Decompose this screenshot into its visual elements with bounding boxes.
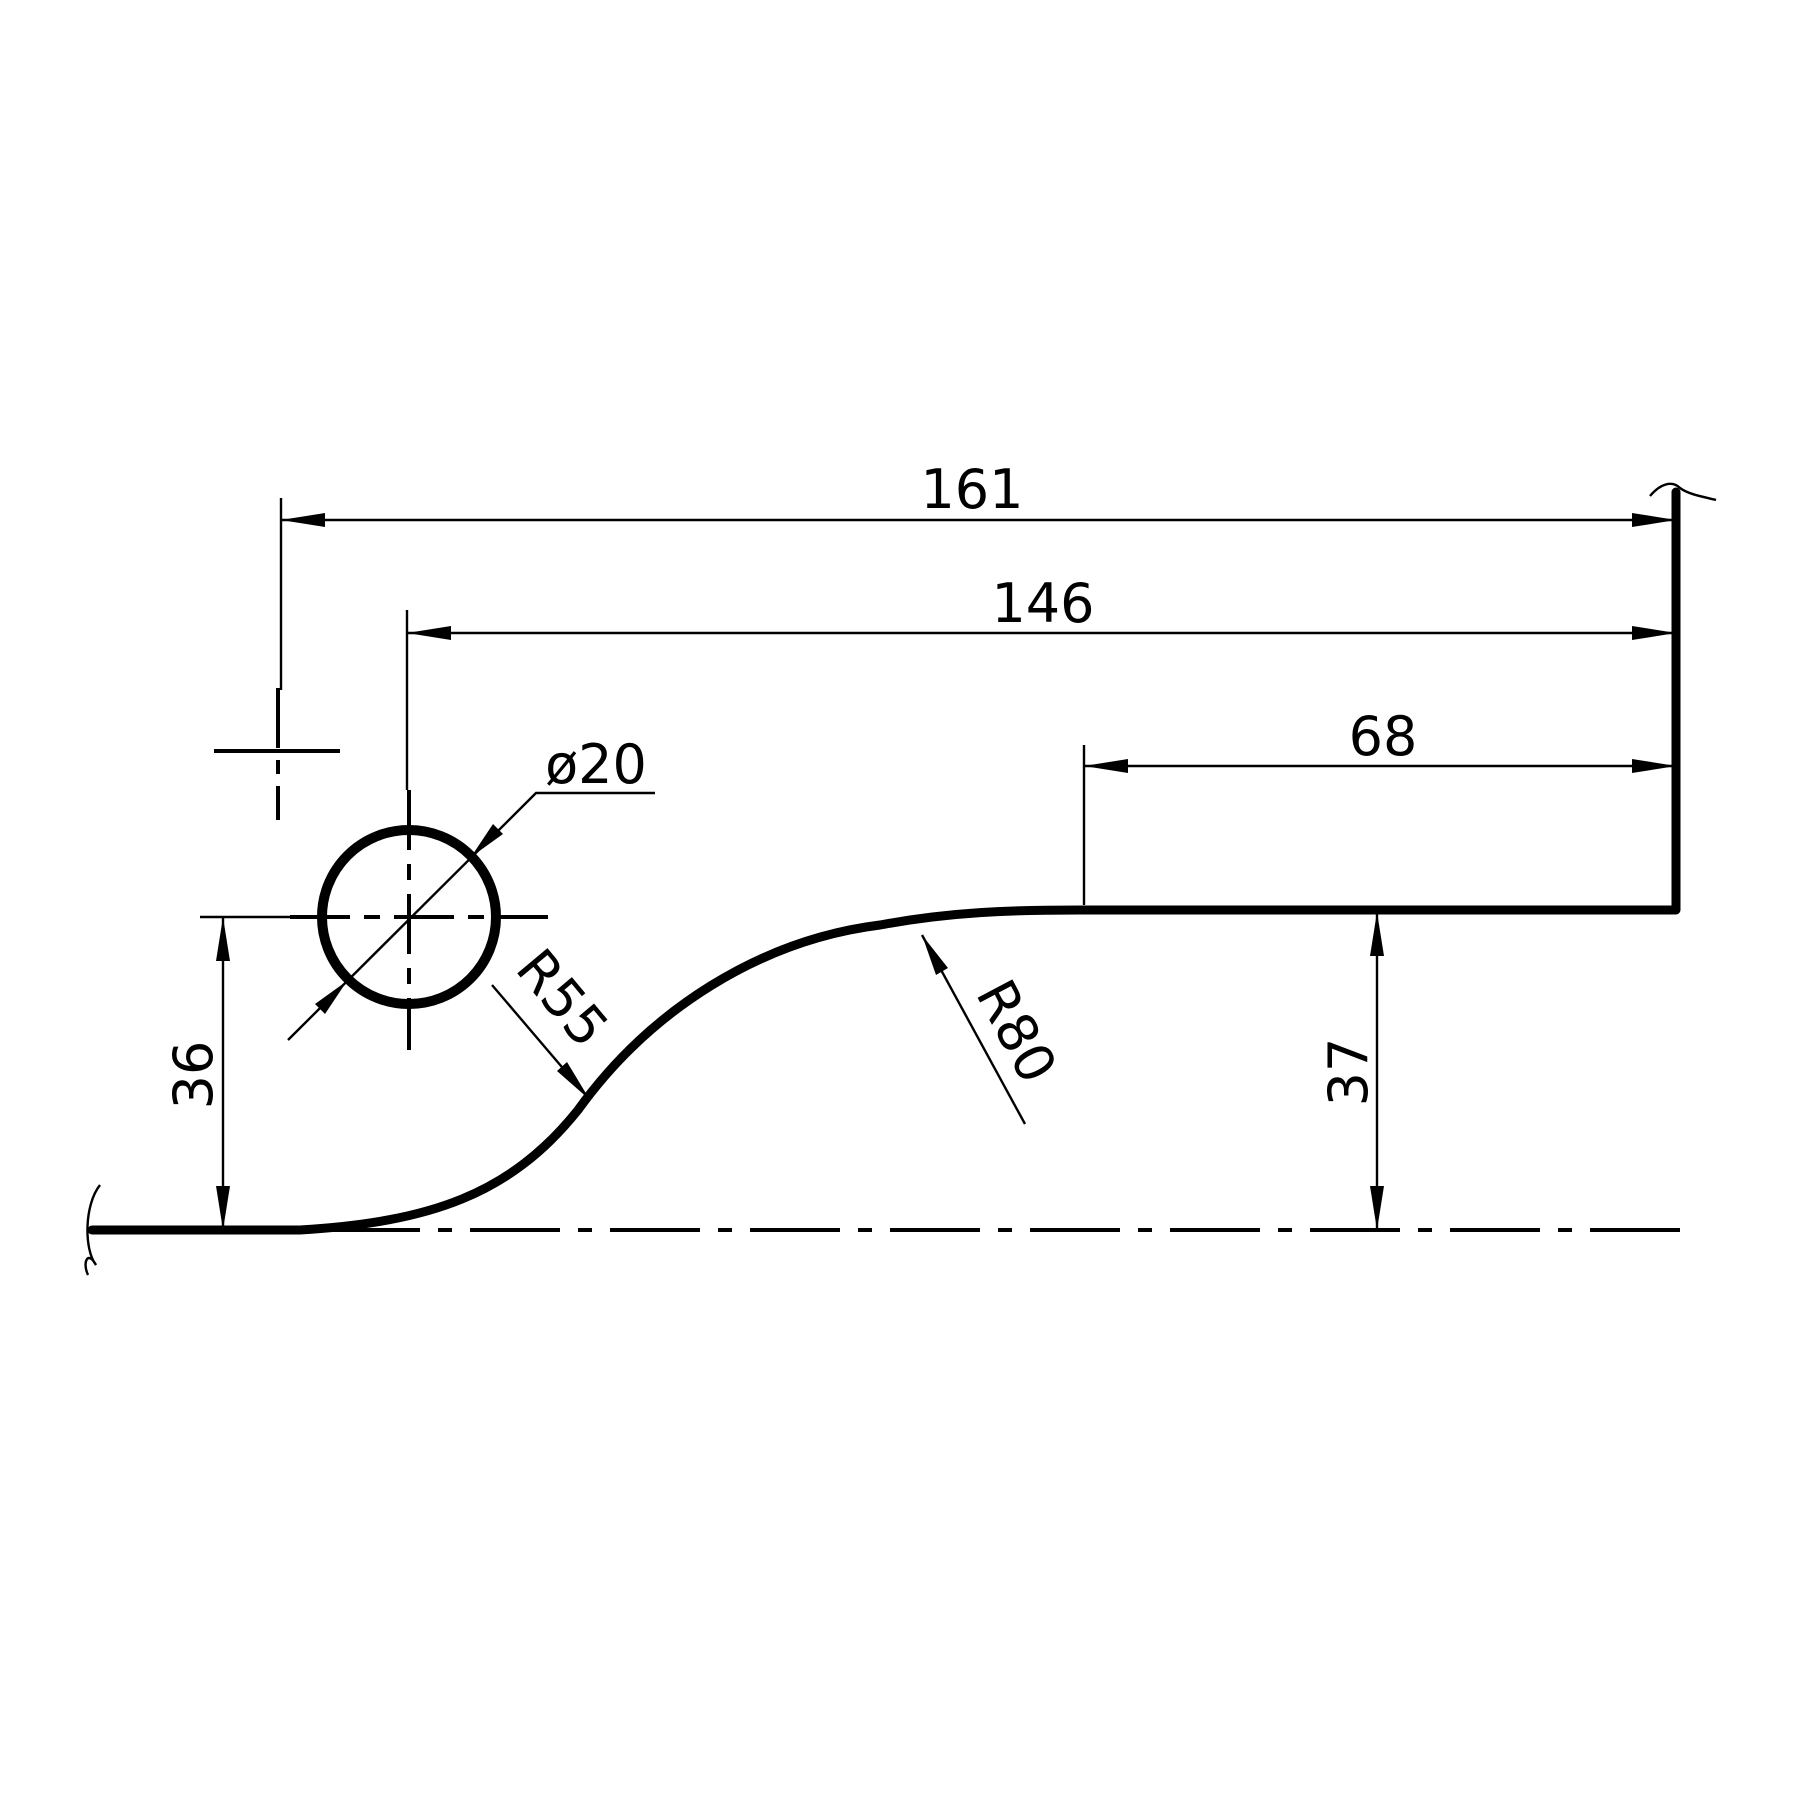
arrow-36-top (216, 917, 230, 961)
reference-center-mark (214, 688, 340, 820)
arrow-161-left (281, 513, 325, 527)
arrow-diameter-outer (471, 824, 503, 857)
arrow-37-top (1370, 912, 1384, 956)
dim-text-36: 36 (162, 1041, 225, 1110)
arrow-37-bottom (1370, 1186, 1384, 1230)
extension-lines (200, 498, 1086, 919)
dim-text-r55: R55 (504, 937, 621, 1059)
dim-text-r80: R80 (964, 970, 1069, 1093)
part-outline (84, 482, 1717, 1276)
dimension-36: 36 (160, 917, 230, 1230)
arrow-68-left (1084, 759, 1128, 773)
dim-text-68: 68 (1349, 705, 1418, 768)
dimension-68: 68 (1084, 703, 1676, 773)
dimension-diameter: ø20 (287, 731, 655, 1041)
dim-text-146: 146 (991, 572, 1094, 635)
dim-text-37: 37 (1317, 1038, 1380, 1107)
break-mark-right (1649, 482, 1717, 502)
dimension-161: 161 (281, 456, 1676, 527)
arrow-diameter-inner (315, 981, 347, 1014)
profile-line (87, 487, 1681, 1235)
arrow-36-bottom (216, 1186, 230, 1230)
dimension-37: 37 (1315, 910, 1384, 1230)
dimension-146: 146 (407, 570, 1676, 640)
arrow-146-right (1632, 626, 1676, 640)
dimension-r80: R80 (920, 934, 1072, 1125)
arrow-r80 (922, 935, 948, 975)
dim-text-diameter: ø20 (545, 733, 647, 796)
arrow-r55 (557, 1062, 590, 1100)
arrow-146-left (407, 626, 451, 640)
dim-line-diameter (287, 791, 655, 1041)
break-mark-left (84, 1184, 101, 1276)
arrow-161-right (1632, 513, 1676, 527)
dim-text-161: 161 (920, 458, 1023, 521)
hole (290, 790, 548, 1050)
arrow-68-right (1632, 759, 1676, 773)
